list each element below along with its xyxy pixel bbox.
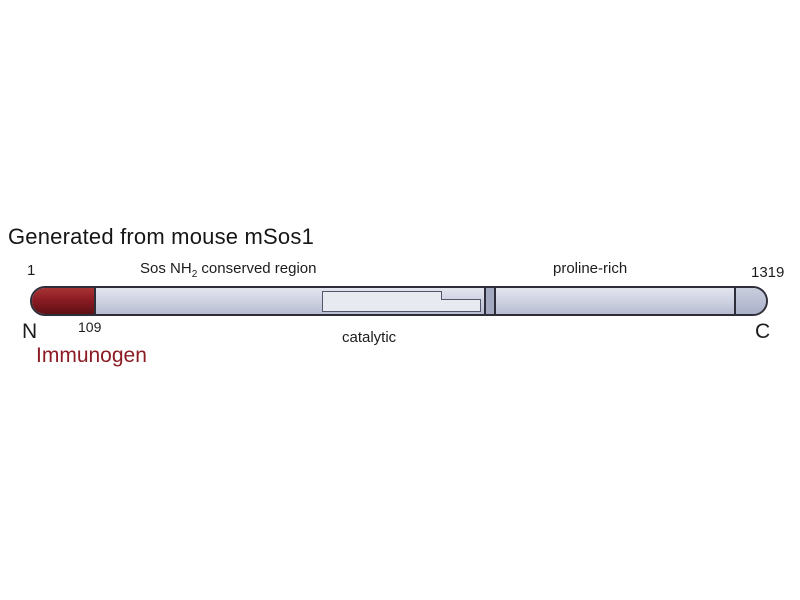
sos-nh2-suffix: conserved region [197, 260, 317, 277]
diagram-title: Generated from mouse mSos1 [8, 224, 315, 249]
immunogen-label: Immunogen [36, 344, 147, 367]
sos-nh2-subscript: 2 [191, 269, 198, 280]
start-position-label: 1 [27, 262, 36, 279]
domain-divider-band [484, 288, 496, 314]
c-terminus-cap [734, 288, 766, 314]
catalytic-region-label: catalytic [342, 329, 397, 346]
c-terminus-label: C [755, 320, 771, 343]
catalytic-domain-box [322, 291, 442, 312]
immunogen-end-position-label: 109 [78, 319, 102, 335]
catalytic-domain-step [441, 299, 481, 312]
immunogen-segment [32, 288, 96, 314]
sos-nh2-prefix: Sos NH [140, 260, 192, 277]
sos-nh2-region-label: Sos NH2 conserved region [140, 260, 317, 280]
protein-bar [30, 286, 768, 316]
n-terminus-label: N [22, 320, 38, 343]
end-position-label: 1319 [751, 264, 785, 281]
proline-rich-region-label: proline-rich [553, 260, 628, 277]
